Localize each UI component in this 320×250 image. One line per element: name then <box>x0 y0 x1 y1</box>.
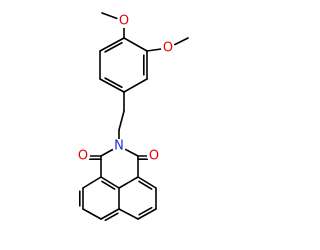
bond-a6-a1-second <box>104 41 123 53</box>
bond-q2-q3-second <box>138 206 153 216</box>
bond-lines <box>79 12 189 222</box>
atom-label-o-methoxy-right: O <box>163 41 173 56</box>
bond-q3-l4 <box>118 208 139 220</box>
atom-labels: O O O O N <box>76 14 175 164</box>
bond-a1-a2 <box>123 37 148 52</box>
atom-n-imide: N <box>112 139 126 154</box>
bond-q2-q3 <box>137 208 157 220</box>
bond-r5-q1-second <box>138 180 153 190</box>
bond-a4-a5 <box>99 78 125 93</box>
bond-r4-r6 <box>100 176 120 189</box>
bond-r4-l1 <box>82 176 102 189</box>
atom-label-o-carbonyl-left: O <box>78 149 88 164</box>
atom-label-o-methoxy-top: O <box>119 14 129 29</box>
atom-o-carbonyl-left: O <box>76 149 90 164</box>
bond-l2-l3 <box>82 208 102 220</box>
atom-label-o-carbonyl-right: O <box>149 149 159 164</box>
bond-r5-r6 <box>118 176 139 189</box>
bond-r5-q1 <box>137 176 157 189</box>
bond-l3-l4-second <box>104 212 119 222</box>
atom-o-methoxy-top: O <box>117 14 131 29</box>
atom-o-carbonyl-right: O <box>147 149 161 164</box>
chemical-structure: O O O O N <box>76 12 189 222</box>
bond-c1-c2 <box>118 110 125 131</box>
bond-l3-l4 <box>100 208 120 220</box>
atom-label-n-imide: N <box>114 139 124 154</box>
bond-a4-a5-second <box>104 77 123 89</box>
bond-a6-a1 <box>99 37 125 52</box>
bond-r4-r6-second <box>101 180 116 190</box>
atom-o-methoxy-right: O <box>161 41 175 56</box>
bond-a3-a4 <box>123 78 148 93</box>
